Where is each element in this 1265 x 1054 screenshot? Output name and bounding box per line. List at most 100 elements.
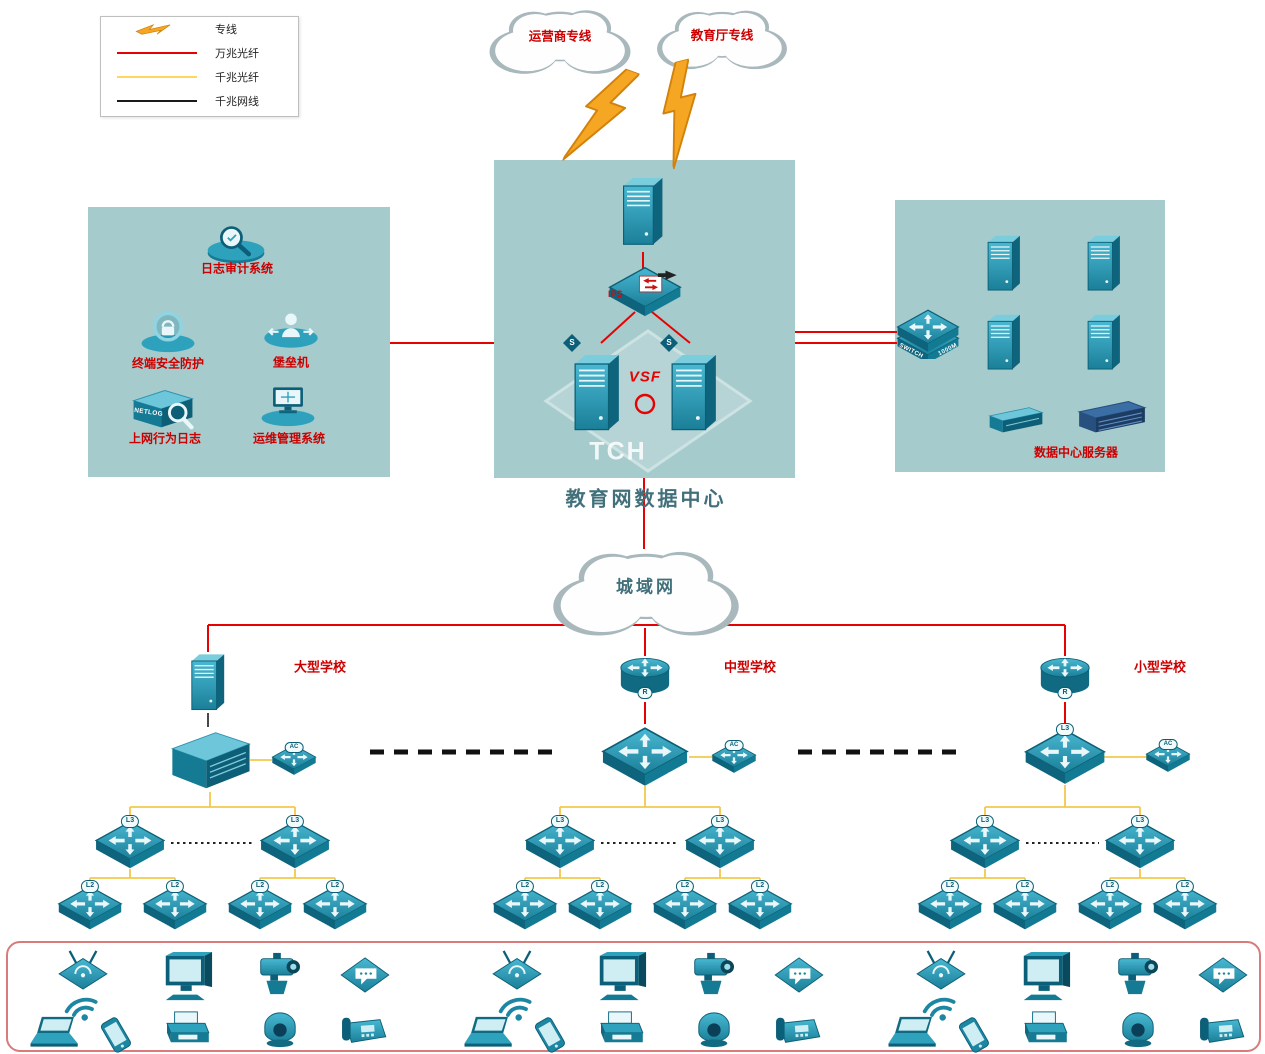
legend-label-1g-cable: 千兆网线 [215, 96, 259, 108]
chat-terminal-icon [773, 956, 825, 994]
router-badge: R [637, 686, 653, 699]
log-audit-label: 日志审计系统 [200, 261, 274, 276]
l3-badge: L3 [710, 815, 730, 828]
large-l2-switch-1: L2 SWITCH 1000M [57, 880, 123, 932]
firewall-icon [619, 168, 667, 252]
vsf-label: VSF [628, 368, 662, 386]
ips-device: IPS [606, 264, 684, 318]
medium-l2-switch-4: L2 SWITCH 1000M [727, 880, 793, 932]
man-cloud-label: 城域网 [616, 577, 676, 597]
black-line-swatch [111, 100, 203, 102]
medium-l3-switch-2: L3 SWITCH 1000M [684, 815, 756, 871]
smartphone-icon [953, 1016, 995, 1054]
laptop-icon [888, 1015, 940, 1049]
legend-label-1g-fiber: 千兆光纤 [215, 72, 259, 84]
yellow-line-swatch [111, 76, 203, 78]
server-icon [188, 651, 228, 711]
ptz-camera-icon [685, 951, 737, 997]
l3-badge: L3 [975, 815, 995, 828]
printer-icon [161, 1010, 211, 1048]
terminal-security-label: 终端安全防护 [131, 356, 205, 371]
man-cloud: 城域网 [540, 541, 752, 641]
l2-badge: L2 [1015, 880, 1035, 893]
dc-rack-dark [1075, 400, 1149, 435]
l2-badge: L2 [80, 880, 100, 893]
medium-l2-switch-2: L2 SWITCH 1000M [567, 880, 633, 932]
dome-camera-icon [259, 1011, 301, 1049]
ops-label: 运维管理系统 [252, 431, 326, 446]
switch-s-badge: S [563, 334, 581, 352]
small-l2-switch-2: L2 SWITCH 1000M [992, 880, 1058, 932]
bastion-icon [259, 310, 323, 351]
dc-server-1 [983, 233, 1025, 291]
laptop-icon [464, 1015, 516, 1049]
carrier-cloud-label: 运营商专线 [528, 29, 592, 44]
dc-rack-server [986, 406, 1046, 434]
legend-row-1g-fiber: 千兆光纤 [101, 65, 298, 89]
ops-management [256, 383, 320, 427]
server-icon [667, 343, 721, 439]
l2-badge: L2 [515, 880, 535, 893]
ac-badge: AC [284, 742, 304, 753]
terminal-devices-zone [6, 941, 1261, 1052]
fax-phone-icon [1194, 1012, 1246, 1050]
server-icon [1083, 233, 1125, 291]
dome-camera-icon [693, 1011, 735, 1049]
small-l3-switch-1: L3 SWITCH 1000M [949, 815, 1021, 871]
small-l2-switch-3: L2 SWITCH 1000M [1077, 880, 1143, 932]
l3-badge: L3 [1055, 723, 1075, 736]
printer-icon [1019, 1010, 1069, 1048]
net-behavior-label: 上网行为日志 [128, 431, 202, 446]
legend: 专线 万兆光纤 千兆光纤 千兆网线 [100, 16, 299, 117]
large-l2-switch-2: L2 SWITCH 1000M [142, 880, 208, 932]
l3-badge: L3 [1130, 815, 1150, 828]
router-badge: R [1057, 686, 1073, 699]
legend-label-10g: 万兆光纤 [215, 48, 259, 60]
l3-badge: L3 [550, 815, 570, 828]
medium-l2-switch-3: L2 SWITCH 1000M [652, 880, 718, 932]
rack-server-icon [1075, 400, 1149, 435]
large-school-label: 大型学校 [293, 659, 347, 675]
small-school-router: R [1039, 655, 1091, 699]
printer-icon [595, 1010, 645, 1048]
ac-badge: AC [1158, 739, 1178, 750]
ptz-camera-icon [1109, 951, 1161, 997]
fax-phone-icon [336, 1012, 388, 1050]
lightning-swatch-icon [111, 22, 203, 37]
dc-server-3 [983, 312, 1025, 370]
large-l2-switch-4: L2 SWITCH 1000M [302, 880, 368, 932]
chat-terminal-icon [1197, 956, 1249, 994]
large-school-server [188, 651, 228, 711]
server-icon [983, 312, 1025, 370]
large-l2-switch-3: L2 SWITCH 1000M [227, 880, 293, 932]
netlog-device: NETLOG [128, 385, 198, 431]
l2-badge: L2 [165, 880, 185, 893]
rack-server-icon [986, 406, 1046, 434]
terminal-security [136, 309, 200, 353]
watermark-letters: TCH [589, 437, 647, 466]
l2-badge: L2 [1100, 880, 1120, 893]
legend-label-dedicated: 专线 [215, 24, 237, 36]
core-firewall [619, 168, 667, 252]
terminal-security-icon [136, 309, 200, 353]
medium-school-label: 中型学校 [723, 659, 777, 675]
large-l3-switch-2: L3 SWITCH 1000M [259, 815, 331, 871]
small-school-ac: AC [1145, 739, 1191, 773]
ac-badge: AC [724, 740, 744, 751]
dc-access-switch: SWITCH 1000M [896, 303, 960, 360]
desktop-monitor-icon [1018, 952, 1074, 1002]
education-cloud: 教育厅专线 [647, 3, 797, 73]
medium-l3-switch-1: L3 SWITCH 1000M [524, 815, 596, 871]
storage-icon [166, 728, 254, 792]
laptop-icon [30, 1015, 82, 1049]
ptz-camera-icon [251, 951, 303, 997]
server-zone-title: 数据中心服务器 [1033, 445, 1119, 460]
l2-badge: L2 [1175, 880, 1195, 893]
smartphone-icon [529, 1016, 571, 1054]
legend-row-1g-cable: 千兆网线 [101, 89, 298, 113]
legend-row-10g: 万兆光纤 [101, 41, 298, 65]
chat-terminal-icon [339, 956, 391, 994]
bastion-host [259, 310, 323, 351]
